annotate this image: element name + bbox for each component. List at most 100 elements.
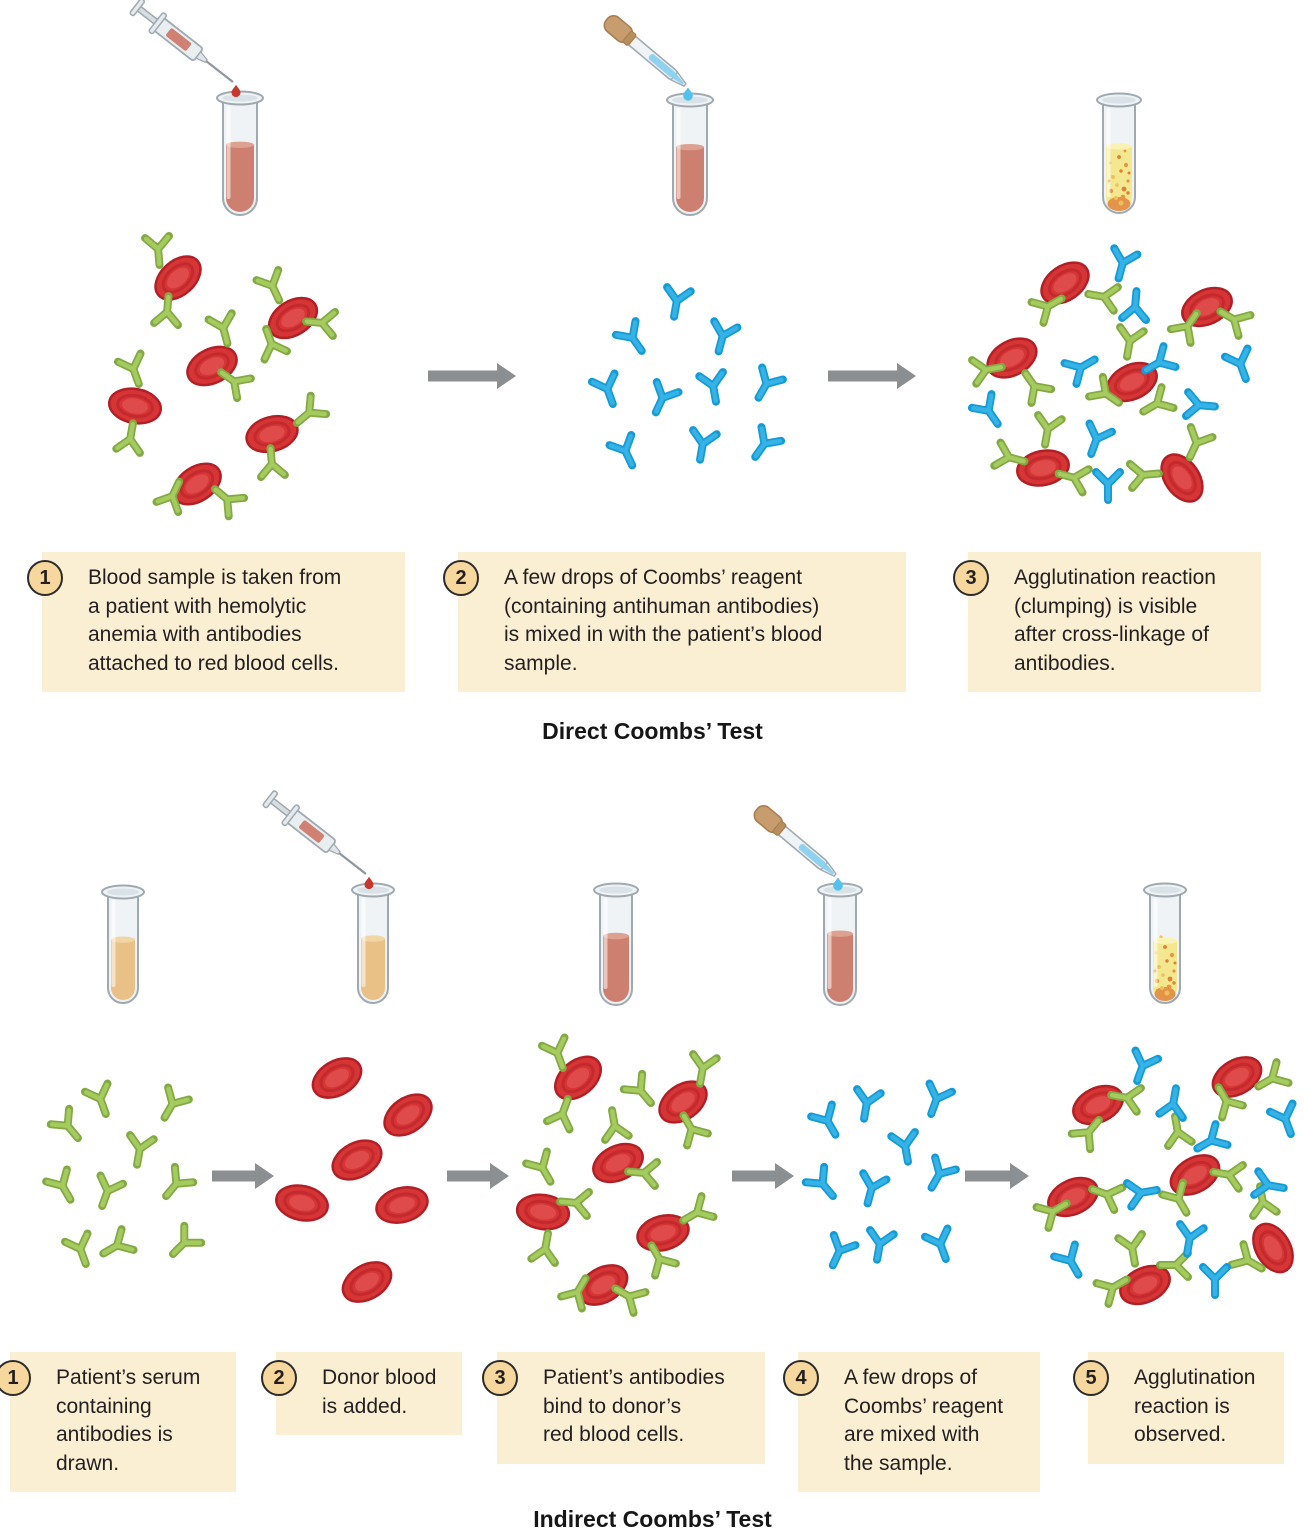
step-text: Patient’s antibodies bind to donor’s red… <box>543 1366 725 1447</box>
antibody-green-icon <box>1227 1240 1266 1273</box>
antibody-green-icon <box>210 485 249 521</box>
antibody-blue-icon <box>1123 1179 1161 1211</box>
step-text: Patient’s serum containing antibodies is… <box>56 1366 201 1475</box>
arrow-icon <box>965 1163 1029 1189</box>
antibody-blue-icon <box>754 363 787 402</box>
antibody-green-icon <box>1216 307 1255 340</box>
antibody-blue-icon <box>828 1230 860 1270</box>
antibody-blue-icon <box>1220 344 1252 383</box>
antibody-blue-icon <box>925 1079 957 1118</box>
antibody-green-icon <box>968 356 1006 388</box>
antibody-blue-icon <box>710 317 742 356</box>
antibody-green-icon <box>527 1229 559 1267</box>
antibody-green-icon <box>611 1284 650 1317</box>
antibody-green-icon <box>1214 1083 1247 1122</box>
antibody-blue-icon <box>1050 1240 1083 1279</box>
rbc-icon <box>275 1184 329 1222</box>
rbc-icon <box>658 1080 708 1124</box>
antibody-green-icon <box>1034 411 1066 449</box>
antibody-green-icon <box>150 292 182 330</box>
indirect-step-4-label: 4 A few drops of Coombs’ reagent are mix… <box>783 1352 1040 1493</box>
antibody-green-icon <box>1114 1230 1146 1268</box>
step-text: Agglutination reaction (clumping) is vis… <box>1014 566 1216 675</box>
antibody-green-icon <box>1139 383 1178 416</box>
antibody-green-icon <box>252 265 284 305</box>
step-number-badge: 3 <box>953 560 989 596</box>
antibody-green-icon <box>60 1229 92 1268</box>
antibody-blue-icon <box>1085 419 1117 458</box>
rbc-icon <box>154 255 202 301</box>
antibody-green-icon <box>1254 1058 1293 1091</box>
test-tube-icon <box>216 90 264 216</box>
test-tube-icon <box>1096 92 1142 214</box>
antibody-green-icon <box>1084 283 1122 315</box>
liquid-drop-icon <box>231 84 241 98</box>
antibody-blue-icon <box>887 1128 919 1166</box>
antibody-blue-icon <box>801 1162 837 1201</box>
antibody-blue-icon <box>605 430 637 470</box>
indirect-step-1-label: 1 Patient’s serum containing antibodies … <box>0 1352 236 1493</box>
rbc-icon <box>331 1139 383 1181</box>
antibody-green-icon <box>1164 1112 1196 1150</box>
step-text: Blood sample is taken from a patient wit… <box>88 566 342 675</box>
test-tube-icon <box>1143 882 1187 1004</box>
test-tube-icon <box>666 92 714 216</box>
antibody-blue-icon <box>1199 1263 1231 1299</box>
step-number-badge: 1 <box>0 1360 31 1396</box>
antibody-blue-icon <box>967 390 1002 428</box>
antibody-green-icon <box>260 325 292 364</box>
antibody-blue-icon <box>689 426 721 464</box>
rbc-icon <box>1252 1222 1294 1274</box>
antibody-blue-icon <box>853 1085 885 1123</box>
antibody-green-icon <box>619 1069 655 1108</box>
antibody-green-icon <box>1209 1161 1247 1193</box>
antibody-green-icon <box>1125 460 1163 492</box>
arrow-icon <box>428 363 516 389</box>
antibody-green-icon <box>1067 1115 1103 1154</box>
antibody-green-icon <box>1032 1199 1071 1232</box>
antibody-blue-icon <box>1265 1099 1297 1138</box>
antibody-green-icon <box>679 1192 718 1225</box>
antibody-green-icon <box>292 391 331 427</box>
antibody-green-icon <box>1185 422 1217 462</box>
antibody-green-icon <box>1092 1275 1131 1308</box>
antibody-green-icon <box>1021 369 1056 407</box>
antibody-green-icon <box>113 349 145 388</box>
antibody-blue-icon <box>695 368 727 406</box>
antibody-blue-icon <box>587 369 619 408</box>
antibody-blue-icon <box>1250 1167 1288 1199</box>
syringe-icon <box>129 0 234 83</box>
antibody-blue-icon <box>1092 468 1124 504</box>
indirect-step-5-label: 5 Agglutination reaction is observed. <box>1073 1352 1284 1464</box>
test-tube-icon <box>351 882 395 1004</box>
antibody-blue-icon <box>1060 355 1099 388</box>
antibody-green-icon <box>160 1083 193 1122</box>
antibody-green-icon <box>557 1274 590 1313</box>
antibody-green-icon <box>679 1111 712 1150</box>
antibody-blue-icon <box>1110 244 1142 283</box>
direct-step-2-label: 2 A few drops of Coombs’ reagent (contai… <box>443 552 906 693</box>
step-text: A few drops of Coombs’ reagent (containi… <box>504 566 823 675</box>
step-number-badge: 2 <box>443 560 479 596</box>
antibody-green-icon <box>1085 372 1123 407</box>
antibody-green-icon <box>542 1095 574 1134</box>
dropper-icon <box>603 15 687 88</box>
antibody-green-icon <box>990 438 1029 470</box>
antibody-blue-icon <box>1118 287 1150 325</box>
antibody-blue-icon <box>866 1226 898 1264</box>
antibody-green-icon <box>1166 309 1201 347</box>
antibody-green-icon <box>302 308 340 340</box>
antibody-blue-icon <box>1193 1120 1232 1153</box>
antibody-green-icon <box>537 1033 569 1072</box>
antibody-blue-icon <box>927 1153 960 1192</box>
step-text: A few drops of Coombs’ reagent are mixed… <box>844 1366 1004 1475</box>
liquid-drop-icon <box>364 876 374 890</box>
rbc-icon <box>592 1142 644 1184</box>
step-number-badge: 4 <box>783 1360 819 1396</box>
antibody-green-icon <box>96 1171 128 1210</box>
antibody-green-icon <box>1027 294 1066 327</box>
antibody-green-icon <box>624 1158 662 1190</box>
direct-test-title: Direct Coombs’ Test <box>542 718 763 744</box>
antibody-green-icon <box>556 1188 594 1220</box>
antibody-green-icon <box>1088 1183 1127 1215</box>
